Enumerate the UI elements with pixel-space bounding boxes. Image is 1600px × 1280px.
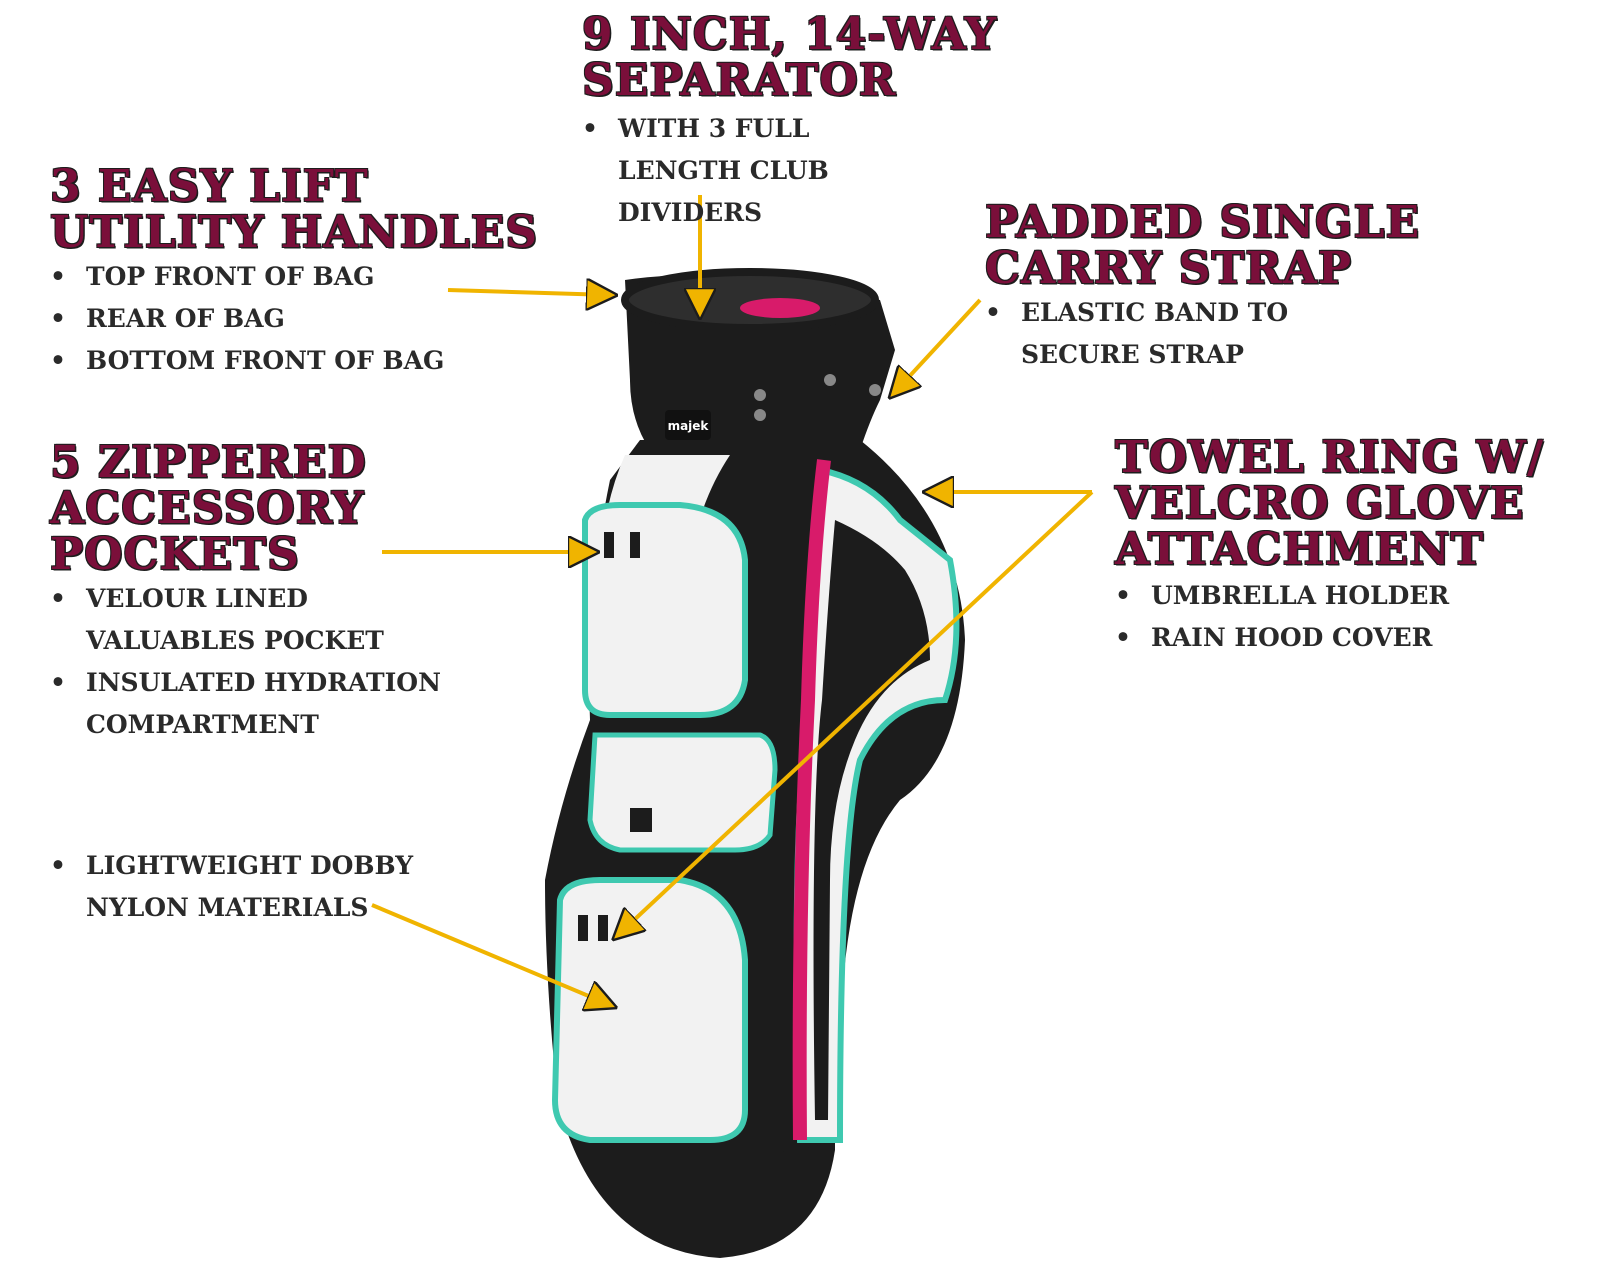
- heading-line: VELCRO GLOVE: [1115, 478, 1525, 529]
- heading-line: UTILITY HANDLES: [50, 207, 539, 258]
- middle-pocket: [587, 732, 778, 853]
- collar-rivet: [754, 409, 766, 421]
- heading-line: ATTACHMENT: [1115, 524, 1485, 575]
- handles-bullets: TOP FRONT OF BAG REAR OF BAG BOTTOM FRON…: [50, 256, 470, 382]
- majek-logo-text: majek: [668, 419, 710, 433]
- bullet-item: REAR OF BAG: [50, 298, 470, 340]
- handles-heading: 3 EASY LIFT UTILITY HANDLES: [50, 164, 538, 256]
- top-pocket-zip-pull-2: [630, 532, 640, 558]
- heading-line: CARRY STRAP: [985, 243, 1352, 294]
- top-pocket-zip-pull-1: [604, 532, 614, 558]
- separator-heading: 9 INCH, 14-WAY SEPARATOR: [582, 12, 997, 104]
- collar-rivet: [754, 389, 766, 401]
- heading-line: POCKETS: [50, 529, 300, 580]
- separator-bullets: WITH 3 FULL LENGTH CLUB DIVIDERS: [582, 108, 922, 234]
- bullet-item: INSULATED HYDRATION COMPARTMENT: [50, 662, 470, 746]
- arrow-handles: [447, 290, 610, 295]
- middle-pocket-label: [630, 808, 652, 832]
- heading-line: SEPARATOR: [582, 55, 897, 106]
- strap-bullets: ELASTIC BAND TO SECURE STRAP: [985, 292, 1405, 376]
- pockets-bullets: VELOUR LINED VALUABLES POCKET INSULATED …: [50, 578, 470, 746]
- top-pocket: [582, 502, 748, 718]
- umbrella-zipper: [792, 459, 831, 1141]
- bottom-pocket-zip-pull-1: [578, 915, 588, 941]
- bullet-item: VELOUR LINED VALUABLES POCKET: [50, 578, 470, 662]
- strap-heading: PADDED SINGLE CARRY STRAP: [985, 200, 1420, 292]
- heading-line: 9 INCH, 14-WAY: [582, 9, 998, 60]
- bullet-item: UMBRELLA HOLDER: [1115, 575, 1535, 617]
- collar-rivet: [869, 384, 881, 396]
- majek-logo-badge: [665, 410, 711, 440]
- bullet-item: WITH 3 FULL LENGTH CLUB DIVIDERS: [582, 108, 922, 234]
- heading-line: PADDED SINGLE: [985, 197, 1420, 248]
- arrow-glove: [618, 490, 1094, 935]
- materials-bullets: LIGHTWEIGHT DOBBY NYLON MATERIALS: [50, 845, 480, 929]
- bullet-item: RAIN HOOD COVER: [1115, 617, 1535, 659]
- heading-line: 3 EASY LIFT: [50, 161, 369, 212]
- heading-line: 5 ZIPPERED: [50, 437, 367, 488]
- bullet-item: LIGHTWEIGHT DOBBY NYLON MATERIALS: [50, 845, 480, 929]
- bullet-item: TOP FRONT OF BAG: [50, 256, 470, 298]
- collar-rivet: [824, 374, 836, 386]
- pockets-heading: 5 ZIPPERED ACCESSORY POCKETS: [50, 440, 367, 578]
- divider-pink: [740, 298, 820, 318]
- towel-heading: TOWEL RING W/ VELCRO GLOVE ATTACHMENT: [1115, 435, 1544, 573]
- arrow-strap: [894, 298, 982, 393]
- bottom-pocket: [551, 877, 748, 1143]
- bullet-item: ELASTIC BAND TO SECURE STRAP: [985, 292, 1405, 376]
- towel-bullets: UMBRELLA HOLDER RAIN HOOD COVER: [1115, 575, 1535, 659]
- heading-line: ACCESSORY: [50, 483, 365, 534]
- collar-opening: [621, 268, 879, 332]
- bullet-item: BOTTOM FRONT OF BAG: [50, 340, 470, 382]
- bottom-pocket-zip-pull-2: [598, 915, 608, 941]
- heading-line: TOWEL RING W/: [1115, 432, 1545, 483]
